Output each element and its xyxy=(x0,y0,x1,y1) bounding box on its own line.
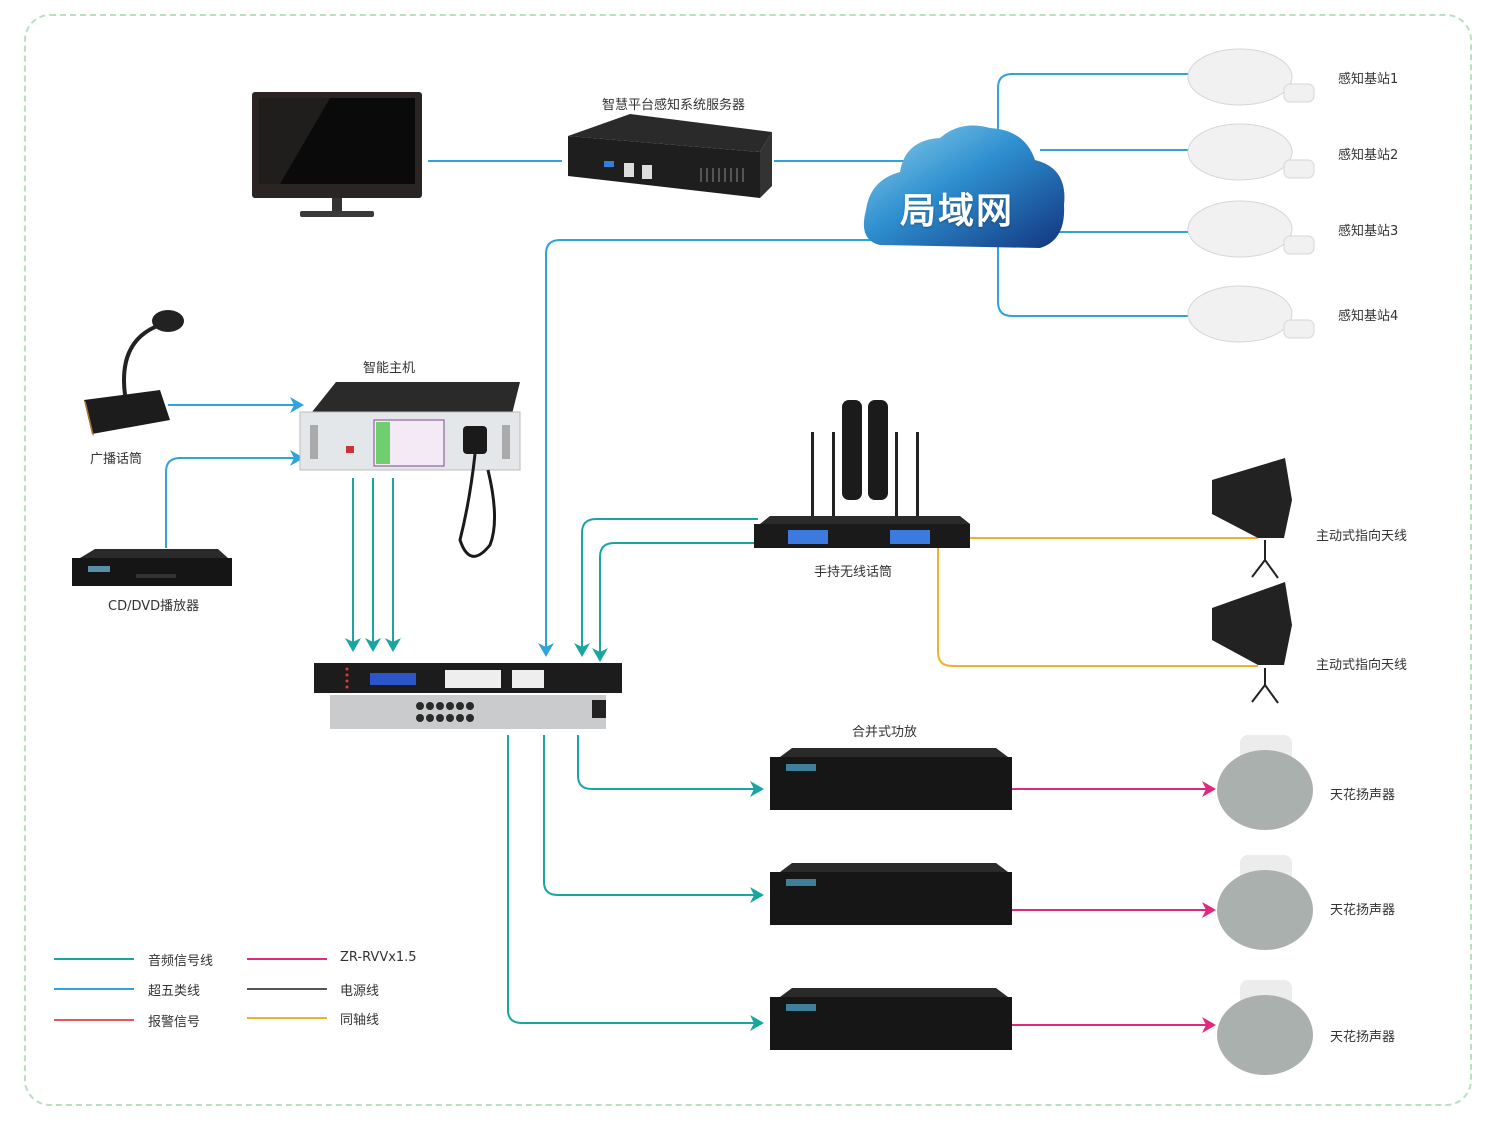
amplifier-label: 合并式功放 xyxy=(852,725,918,740)
lan-label: 局域网 xyxy=(900,191,1015,232)
legend-swatch-coax xyxy=(247,1017,327,1019)
wire-cd-host xyxy=(165,450,304,548)
wire-lan-sensor1 xyxy=(997,73,1192,150)
legend-label-alarm: 报警信号 xyxy=(148,1015,201,1030)
sensor-1-label: 感知基站1 xyxy=(1338,72,1399,87)
speaker-2-label: 天花扬声器 xyxy=(1330,903,1396,918)
legend-swatch-power xyxy=(247,988,327,990)
speaker-1-label: 天花扬声器 xyxy=(1330,788,1396,803)
wire-matrix-amp2 xyxy=(543,735,764,903)
legend-swatch-alarm xyxy=(54,1019,134,1021)
server-device xyxy=(568,114,772,198)
legend-label-coax: 同轴线 xyxy=(340,1013,380,1028)
antennas xyxy=(1212,458,1292,704)
sensor-stations xyxy=(1187,48,1315,343)
monitor-device xyxy=(252,92,422,217)
wireless-mic-label: 手持无线话筒 xyxy=(814,565,893,580)
wire-lan-matrix xyxy=(538,239,880,657)
paging-mic-device xyxy=(84,310,184,436)
legend-label-audio: 音频信号线 xyxy=(148,954,214,969)
wire-wmic-matrix-1 xyxy=(574,518,758,657)
antenna-1-label: 主动式指向天线 xyxy=(1316,529,1408,544)
legend-swatch-zr-rvv xyxy=(247,958,327,960)
legend-label-zr-rvv: ZR-RVVx1.5 xyxy=(340,950,417,965)
legend-label-power: 电源线 xyxy=(340,984,380,999)
matrix-device xyxy=(314,663,622,729)
diagram-frame xyxy=(24,14,1472,1106)
sensor-2-label: 感知基站2 xyxy=(1338,148,1399,163)
smart-host-device xyxy=(299,382,521,558)
antenna-2-label: 主动式指向天线 xyxy=(1316,658,1408,673)
sensor-3-label: 感知基站3 xyxy=(1338,224,1399,239)
wire-matrix-amp1 xyxy=(577,735,764,797)
wire-matrix-amp3 xyxy=(507,735,764,1031)
server-label: 智慧平台感知系统服务器 xyxy=(602,98,746,113)
legend-swatch-cat5e xyxy=(54,988,134,990)
sensor-4-label: 感知基站4 xyxy=(1338,309,1399,324)
wire-lan-sensor4 xyxy=(997,240,1192,317)
cd-player-label: CD/DVD播放器 xyxy=(108,599,200,614)
host-label: 智能主机 xyxy=(363,361,416,376)
speaker-3-label: 天花扬声器 xyxy=(1330,1030,1396,1045)
wire-wmic-matrix-2 xyxy=(592,542,758,662)
legend-label-cat5e: 超五类线 xyxy=(148,984,201,999)
wireless-mic-device xyxy=(754,400,970,548)
wire-wmic-antenna2 xyxy=(937,548,1258,667)
legend-swatch-audio xyxy=(54,958,134,960)
ceiling-speakers xyxy=(1217,735,1313,1075)
amplifiers xyxy=(770,748,1012,1050)
paging-mic-label: 广播话筒 xyxy=(90,452,143,467)
lan-cloud xyxy=(863,125,1065,248)
cd-player-device xyxy=(72,549,232,586)
